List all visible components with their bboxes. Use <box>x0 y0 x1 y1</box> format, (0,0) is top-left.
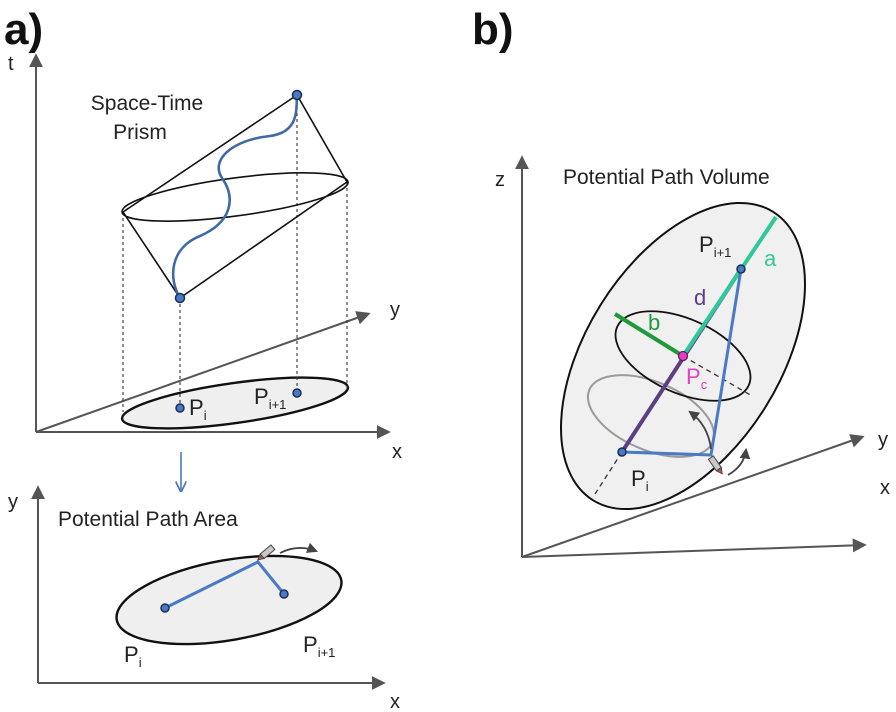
a-axis <box>681 215 778 358</box>
prism-apex-top <box>291 89 303 101</box>
motion-arrow <box>279 542 319 554</box>
panel-a-label: a) <box>4 5 43 54</box>
label-d: d <box>694 285 706 310</box>
motion-arrow-b <box>727 447 751 476</box>
volume-point-pi <box>617 447 627 457</box>
t-axis-label: t <box>8 53 14 75</box>
x-axis-label: x <box>392 441 402 463</box>
prism-edge <box>179 181 348 299</box>
x-axis-b <box>521 538 867 558</box>
point-pi <box>175 403 185 413</box>
label-a: a <box>764 246 777 271</box>
volume-point-pi1 <box>736 264 746 274</box>
panel-a: a) t y x Pi Pi+1 Space-Time Prism <box>4 5 402 490</box>
area-label-pi: Pi <box>124 642 142 670</box>
point-pi1 <box>292 388 302 398</box>
x-axis-bottom-label: x <box>390 691 400 712</box>
x-axis-b-label: x <box>880 477 890 499</box>
z-axis-label: z <box>495 169 505 191</box>
volume-label-pi1: Pi+1 <box>699 232 731 260</box>
prism-edge <box>122 94 298 213</box>
prism-apex-bottom <box>174 292 186 304</box>
y-axis-b <box>521 434 865 558</box>
prism-edge <box>122 211 181 299</box>
potential-path-volume-title: Potential Path Volume <box>563 166 770 189</box>
y-axis-b-label: y <box>878 429 888 451</box>
axis-dash-minor <box>682 355 753 397</box>
area-point-pi1 <box>279 589 289 599</box>
label-b: b <box>648 310 660 335</box>
space-time-path <box>171 94 299 299</box>
volume-point-pc <box>677 350 689 362</box>
volume-label-pi: Pi <box>631 466 649 494</box>
b-axis <box>613 312 685 358</box>
y-axis-label: y <box>390 299 400 321</box>
y-axis <box>35 311 371 433</box>
prism-title-line1: Space-Time <box>91 92 203 115</box>
potential-path-area-projection <box>120 376 350 430</box>
area-point-pi <box>160 603 170 613</box>
potential-path-area-ellipse <box>115 554 343 646</box>
panel-b-label: b) <box>472 5 514 54</box>
travel-path <box>164 560 286 610</box>
rotation-arrow <box>688 410 712 450</box>
label-pi: Pi <box>189 395 207 423</box>
potential-path-area-title: Potential Path Area <box>58 508 238 531</box>
prism-title-line2: Prism <box>113 121 167 144</box>
prism-mid-ellipse <box>121 172 349 222</box>
area-label-pi1: Pi+1 <box>303 632 335 660</box>
volume-label-pc: Pc <box>686 364 708 392</box>
panel-a-bottom: y x Potential Path Area Pi Pi+1 <box>8 485 400 712</box>
y-axis-bottom-label: y <box>8 491 18 513</box>
center-cross-section <box>614 310 752 402</box>
prism-edge <box>296 94 348 183</box>
panel-b: b) z y x Potential Path Volume <box>472 5 890 558</box>
label-pi1: Pi+1 <box>254 384 286 412</box>
volume-travel-path <box>621 268 743 457</box>
